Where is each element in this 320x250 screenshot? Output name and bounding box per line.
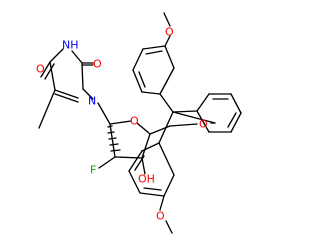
atom-label-fluorine: F [90,164,96,177]
atom-label-trityl-ether-oxygen: O [199,118,208,131]
atom-label-uracil-n3h: NH [62,39,79,52]
atom-label-bottom-methoxy-oxygen: O [156,210,165,223]
atom-label-sugar-ring-oxygen: O [130,115,139,128]
hashed-wedge-bond [107,125,121,152]
chemical-structure-diagram: O NH O N O F OH O O O [36,12,242,234]
atom-label-hydroxyl: OH [138,173,155,186]
atom-label-uracil-c2-oxygen: O [93,58,102,71]
atom-label-uracil-c4-oxygen: O [36,63,45,76]
atom-label-uracil-n1: N [88,95,96,108]
atom-label-top-methoxy-oxygen: O [165,26,174,39]
bond-skeleton [38,12,242,234]
